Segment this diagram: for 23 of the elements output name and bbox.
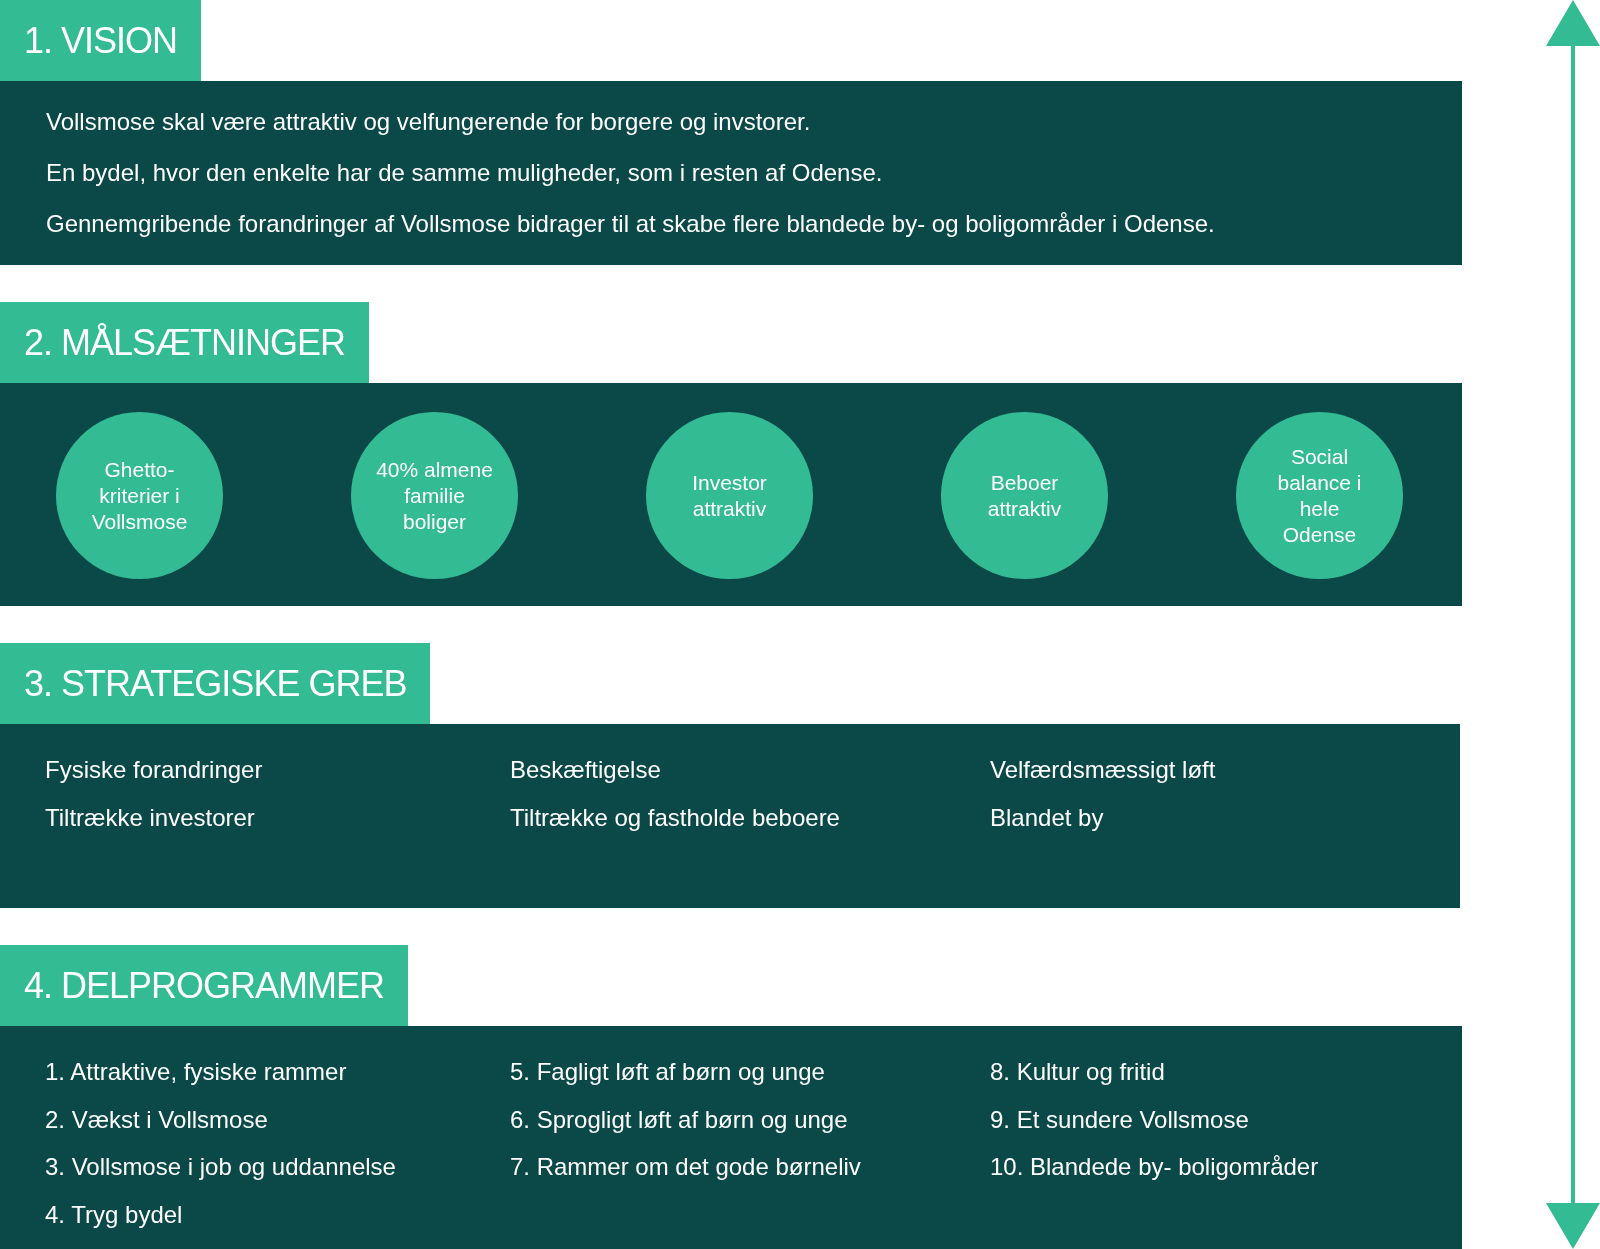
- vision-statement: Vollsmose skal være attraktiv og velfungerende for borgere og invstorer.: [46, 107, 811, 137]
- list-item: 7. Rammer om det gode børneliv: [510, 1152, 861, 1182]
- section-heading: 2. MÅLSÆTNINGER: [0, 302, 370, 383]
- vision-statement: Gennemgribende forandringer af Vollsmose bidrager til at skabe flere blandede by- og boligområder i Odense.: [46, 209, 1215, 239]
- list-item: 6. Sprogligt løft af børn og unge: [510, 1104, 848, 1135]
- list-item: 1. Attraktive, fysiske rammer: [45, 1057, 347, 1087]
- list-item: 5. Fagligt løft af børn og unge: [510, 1057, 825, 1087]
- list-item: 9. Et sundere Vollsmose: [990, 1104, 1249, 1135]
- list-item: Blandet by: [990, 802, 1104, 833]
- list-item: Fysiske forandringer: [45, 755, 263, 785]
- section-heading: 4. DELPROGRAMMER: [0, 945, 409, 1026]
- section-heading: 3. STRATEGISKE GREB: [0, 643, 431, 724]
- section-heading: 1. VISION: [0, 0, 202, 81]
- list-item: Tiltrække og fastholde beboere: [510, 802, 840, 833]
- list-item: 8. Kultur og fritid: [990, 1057, 1165, 1087]
- list-item: Velfærdsmæssigt løft: [990, 755, 1216, 785]
- list-item: 10. Blandede by- boligområder: [990, 1152, 1319, 1182]
- list-item: Beskæftigelse: [510, 755, 661, 785]
- list-item: 4. Tryg bydel: [45, 1199, 183, 1230]
- list-item: 3. Vollsmose i job og uddannelse: [45, 1152, 396, 1182]
- list-item: 2. Vækst i Vollsmose: [45, 1104, 268, 1135]
- list-item: Tiltrække investorer: [45, 802, 255, 833]
- vision-statement: En bydel, hvor den enkelte har de samme muligheder, som i resten af Odense.: [46, 158, 883, 188]
